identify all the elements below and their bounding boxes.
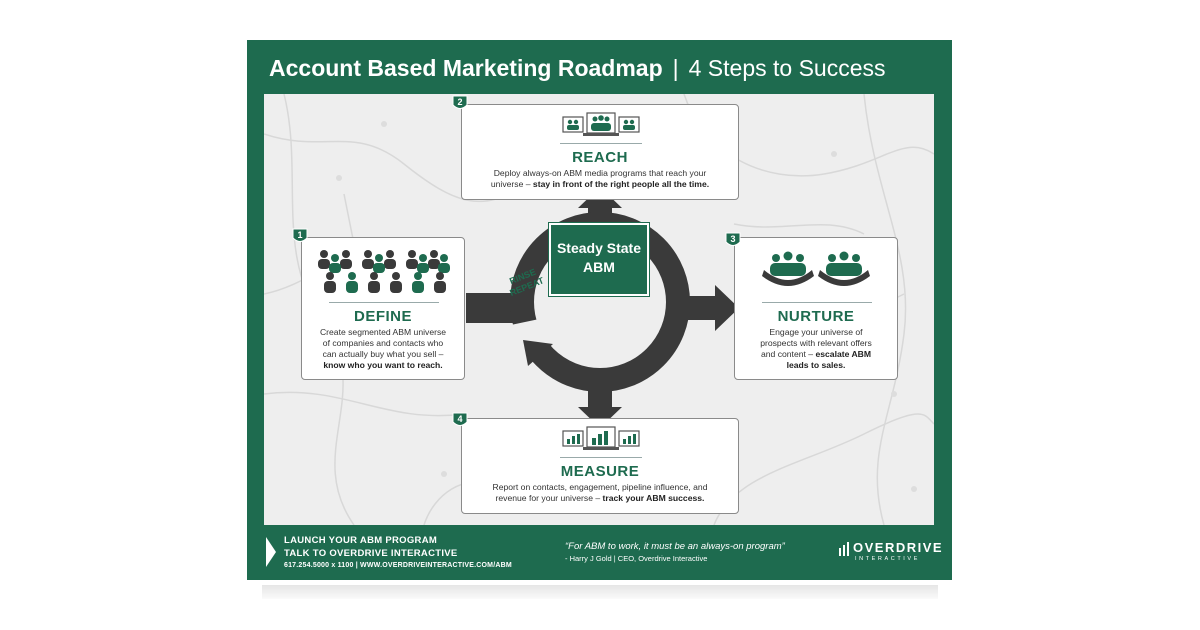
screens-chart-icon <box>562 426 640 450</box>
nurture-text: Engage your universe of prospects with r… <box>735 327 897 371</box>
reach-text-2-bold: stay in front of the right people all th… <box>532 179 710 189</box>
define-title: DEFINE <box>353 308 412 325</box>
nurture-text-3-bold: escalate ABM <box>815 349 872 359</box>
reach-rule <box>560 143 642 144</box>
step-3-number: 3 <box>730 234 736 244</box>
define-text-bold: know who you want to reach. <box>323 360 443 370</box>
title-subtitle: 4 Steps to Success <box>688 55 886 81</box>
measure-rule <box>560 457 642 458</box>
logo-name: OVERDRIVE <box>853 540 944 555</box>
reach-text-2-plain: universe – <box>490 179 531 189</box>
quote-attribution: - Harry J Gold | CEO, Overdrive Interact… <box>565 554 708 563</box>
crowd-icon <box>318 250 450 293</box>
quote-text: “For ABM to work, it must be an always-o… <box>565 541 785 552</box>
step-2-shield: 2 <box>452 95 468 112</box>
title-separator: | <box>672 55 679 81</box>
define-text: Create segmented ABM universe of compani… <box>302 327 464 371</box>
cta-line-1: LAUNCH YOUR ABM PROGRAM <box>284 535 438 546</box>
nurture-text-3-plain: and content – <box>760 349 814 359</box>
nurture-text-4-bold: leads to sales. <box>786 360 846 370</box>
step-2-number: 2 <box>457 97 463 107</box>
arrow-to-nurture <box>715 285 739 331</box>
define-text-1: Create segmented ABM universe <box>319 327 447 337</box>
nurture-text-3: and content – escalate ABM <box>735 349 897 360</box>
roadmap-poster: Account Based Marketing Roadmap | 4 Steps … <box>247 40 952 580</box>
step-3-shield: 3 <box>725 232 741 249</box>
nurture-rule <box>762 302 872 303</box>
footer-quote: “For ABM to work, it must be an always-o… <box>565 540 785 565</box>
card-define: DEFINE Create segmented ABM universe of … <box>301 237 465 380</box>
poster-shadow <box>262 585 938 599</box>
title-main: Account Based Marketing Roadmap <box>269 55 663 81</box>
measure-title: MEASURE <box>560 463 640 480</box>
measure-text-2: revenue for your universe – track your A… <box>462 493 738 504</box>
card-reach: REACH Deploy always-on ABM media program… <box>461 104 739 200</box>
step-1-number: 1 <box>297 230 303 240</box>
step-1-shield: 1 <box>292 228 308 245</box>
nurture-text-1: Engage your universe of <box>769 327 863 337</box>
measure-text-1: Report on contacts, engagement, pipeline… <box>492 482 708 492</box>
measure-text-2-bold: track your ABM success. <box>602 493 705 503</box>
page-title: Account Based Marketing Roadmap | 4 Steps … <box>269 53 886 83</box>
step-4-shield: 4 <box>452 412 468 429</box>
reach-title: REACH <box>572 149 628 166</box>
reach-text-2: universe – stay in front of the right pe… <box>462 179 738 190</box>
steady-state-sign: Steady State ABM <box>548 222 650 297</box>
define-rule <box>329 302 439 303</box>
reach-text: Deploy always-on ABM media programs that… <box>462 168 738 190</box>
arrow-to-measure <box>578 407 622 428</box>
footer-arrow-icon <box>266 537 276 567</box>
cta-line-2: TALK TO OVERDRIVE INTERACTIVE <box>284 548 458 559</box>
card-nurture: NURTURE Engage your universe of prospect… <box>734 237 898 380</box>
reach-text-1: Deploy always-on ABM media programs that… <box>493 168 707 178</box>
card-measure: MEASURE Report on contacts, engagement, … <box>461 418 739 514</box>
logo-sub: INTERACTIVE <box>855 556 920 562</box>
contact-info[interactable]: 617.254.5000 x 1100 | WWW.OVERDRIVEINTER… <box>284 562 512 569</box>
rinse-repeat-arrowhead <box>523 340 553 366</box>
step-4-number: 4 <box>457 414 463 424</box>
define-text-3: can actually buy what you sell – <box>322 349 444 359</box>
measure-text-2-plain: revenue for your universe – <box>495 493 601 503</box>
sign-line-2: ABM <box>583 259 615 275</box>
logo-bars-icon <box>839 542 849 556</box>
screens-people-icon <box>562 112 640 136</box>
sign-line-1: Steady State <box>556 240 642 256</box>
hands-group-icon <box>762 251 870 286</box>
nurture-title: NURTURE <box>777 308 855 325</box>
nurture-text-2: prospects with relevant offers <box>760 338 872 348</box>
define-text-2: of companies and contacts who <box>322 338 444 348</box>
measure-text: Report on contacts, engagement, pipeline… <box>462 482 738 504</box>
